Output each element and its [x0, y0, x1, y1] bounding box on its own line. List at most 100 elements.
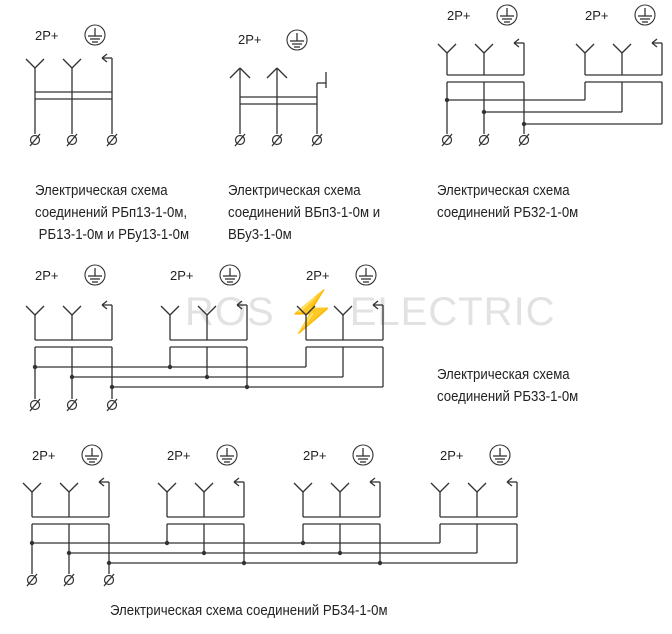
- terminal-icon: [518, 134, 530, 146]
- contact-icon: [25, 305, 36, 316]
- arrow-icon: [229, 67, 241, 79]
- contact-icon: [293, 482, 304, 493]
- caption-line: Электрическая схема: [228, 182, 361, 199]
- contact-icon: [474, 43, 485, 54]
- terminal-icon: [103, 573, 115, 587]
- contact-icon: [302, 482, 313, 493]
- contact-icon: [612, 43, 623, 54]
- contact-icon: [446, 43, 457, 54]
- contact-icon: [62, 305, 73, 316]
- terminal-icon: [103, 574, 115, 586]
- arrow-icon: [372, 300, 379, 306]
- pole-label: 2P+: [447, 8, 471, 23]
- contact-icon: [59, 482, 70, 493]
- arrow-icon: [101, 304, 108, 310]
- caption-line: Электрическая схема: [437, 182, 570, 199]
- pole-label: 2P+: [306, 268, 330, 283]
- contact-icon: [169, 305, 180, 316]
- contact-icon: [22, 482, 33, 493]
- caption-line: соединений РБ33-1-0м: [437, 388, 579, 405]
- contact-icon: [305, 305, 316, 316]
- contact-icon: [430, 482, 441, 493]
- terminal-icon: [66, 133, 78, 147]
- pole-label: 2P+: [167, 448, 191, 463]
- caption-line: Электрическая схема: [437, 366, 570, 383]
- terminal-icon: [518, 133, 530, 147]
- arrow-icon: [513, 42, 520, 48]
- caption-line: соединений ВБп3-1-0м и: [228, 204, 381, 221]
- terminal-icon: [271, 134, 283, 146]
- arrow-icon: [369, 477, 376, 483]
- contact-icon: [157, 482, 168, 493]
- contact-icon: [62, 58, 73, 69]
- contact-icon: [296, 305, 307, 316]
- terminal-icon: [478, 133, 490, 147]
- terminal-icon: [29, 398, 41, 412]
- ground-icon: [84, 24, 106, 46]
- arrow-icon: [98, 481, 105, 487]
- ground-icon: [216, 444, 238, 466]
- contact-icon: [483, 43, 494, 54]
- ground-icon: [286, 29, 308, 51]
- contact-icon: [160, 305, 171, 316]
- contact-icon: [621, 43, 632, 54]
- ground-icon: [81, 444, 103, 466]
- ground-icon: [496, 4, 518, 26]
- pole-label: 2P+: [303, 448, 327, 463]
- contact-icon: [330, 482, 341, 493]
- pole-label: 2P+: [440, 448, 464, 463]
- ground-icon: [219, 264, 241, 286]
- caption-line: соединений РБ32-1-0м: [437, 204, 579, 221]
- contact-icon: [71, 305, 82, 316]
- caption-line: соединений РБп13-1-0м,: [35, 204, 188, 221]
- arrow-icon: [266, 67, 278, 79]
- terminal-icon: [311, 134, 323, 146]
- caption-rb34: Электрическая схема соединений РБ34-1-0м: [110, 600, 388, 622]
- terminal-icon: [66, 399, 78, 411]
- terminal-icon: [441, 133, 453, 147]
- terminal-icon: [29, 134, 41, 146]
- terminal-icon: [29, 399, 41, 411]
- arrow-icon: [651, 38, 658, 44]
- pole-label: 2P+: [238, 32, 262, 47]
- watermark-logo: ROS ⚡ ELECTRIC: [185, 290, 556, 334]
- caption-rbp13: Электрическая схема соединений РБп13-1-0…: [35, 180, 189, 246]
- arrow-icon: [101, 57, 108, 63]
- contact-icon: [206, 305, 217, 316]
- terminal-icon: [26, 574, 38, 586]
- contact-icon: [31, 482, 42, 493]
- arrow-icon: [276, 67, 288, 79]
- arrow-icon: [372, 304, 379, 310]
- contact-icon: [34, 305, 45, 316]
- contact-icon: [476, 482, 487, 493]
- terminal-icon: [29, 133, 41, 147]
- terminal-icon: [26, 573, 38, 587]
- arrow-icon: [369, 481, 376, 487]
- contact-icon: [339, 482, 350, 493]
- terminal-icon: [106, 133, 118, 147]
- arrow-icon: [513, 38, 520, 44]
- terminal-icon: [441, 134, 453, 146]
- terminal-icon: [106, 398, 118, 412]
- terminal-icon: [63, 574, 75, 586]
- caption-rb33: Электрическая схема соединений РБ33-1-0м: [437, 364, 578, 408]
- terminal-icon: [478, 134, 490, 146]
- arrow-icon: [506, 481, 513, 487]
- contact-icon: [197, 305, 208, 316]
- terminal-icon: [234, 134, 246, 146]
- ground-icon: [489, 444, 511, 466]
- terminal-icon: [66, 398, 78, 412]
- caption-line: Электрическая схема соединений РБ34-1-0м: [110, 602, 388, 619]
- arrow-icon: [236, 304, 243, 310]
- caption-vbp3: Электрическая схема соединений ВБп3-1-0м…: [228, 180, 380, 246]
- terminal-icon: [311, 133, 323, 147]
- pole-label: 2P+: [170, 268, 194, 283]
- contact-icon: [25, 58, 36, 69]
- contact-icon: [467, 482, 478, 493]
- pole-label: 2P+: [585, 8, 609, 23]
- terminal-icon: [234, 133, 246, 147]
- arrow-icon: [233, 481, 240, 487]
- terminal-icon: [106, 399, 118, 411]
